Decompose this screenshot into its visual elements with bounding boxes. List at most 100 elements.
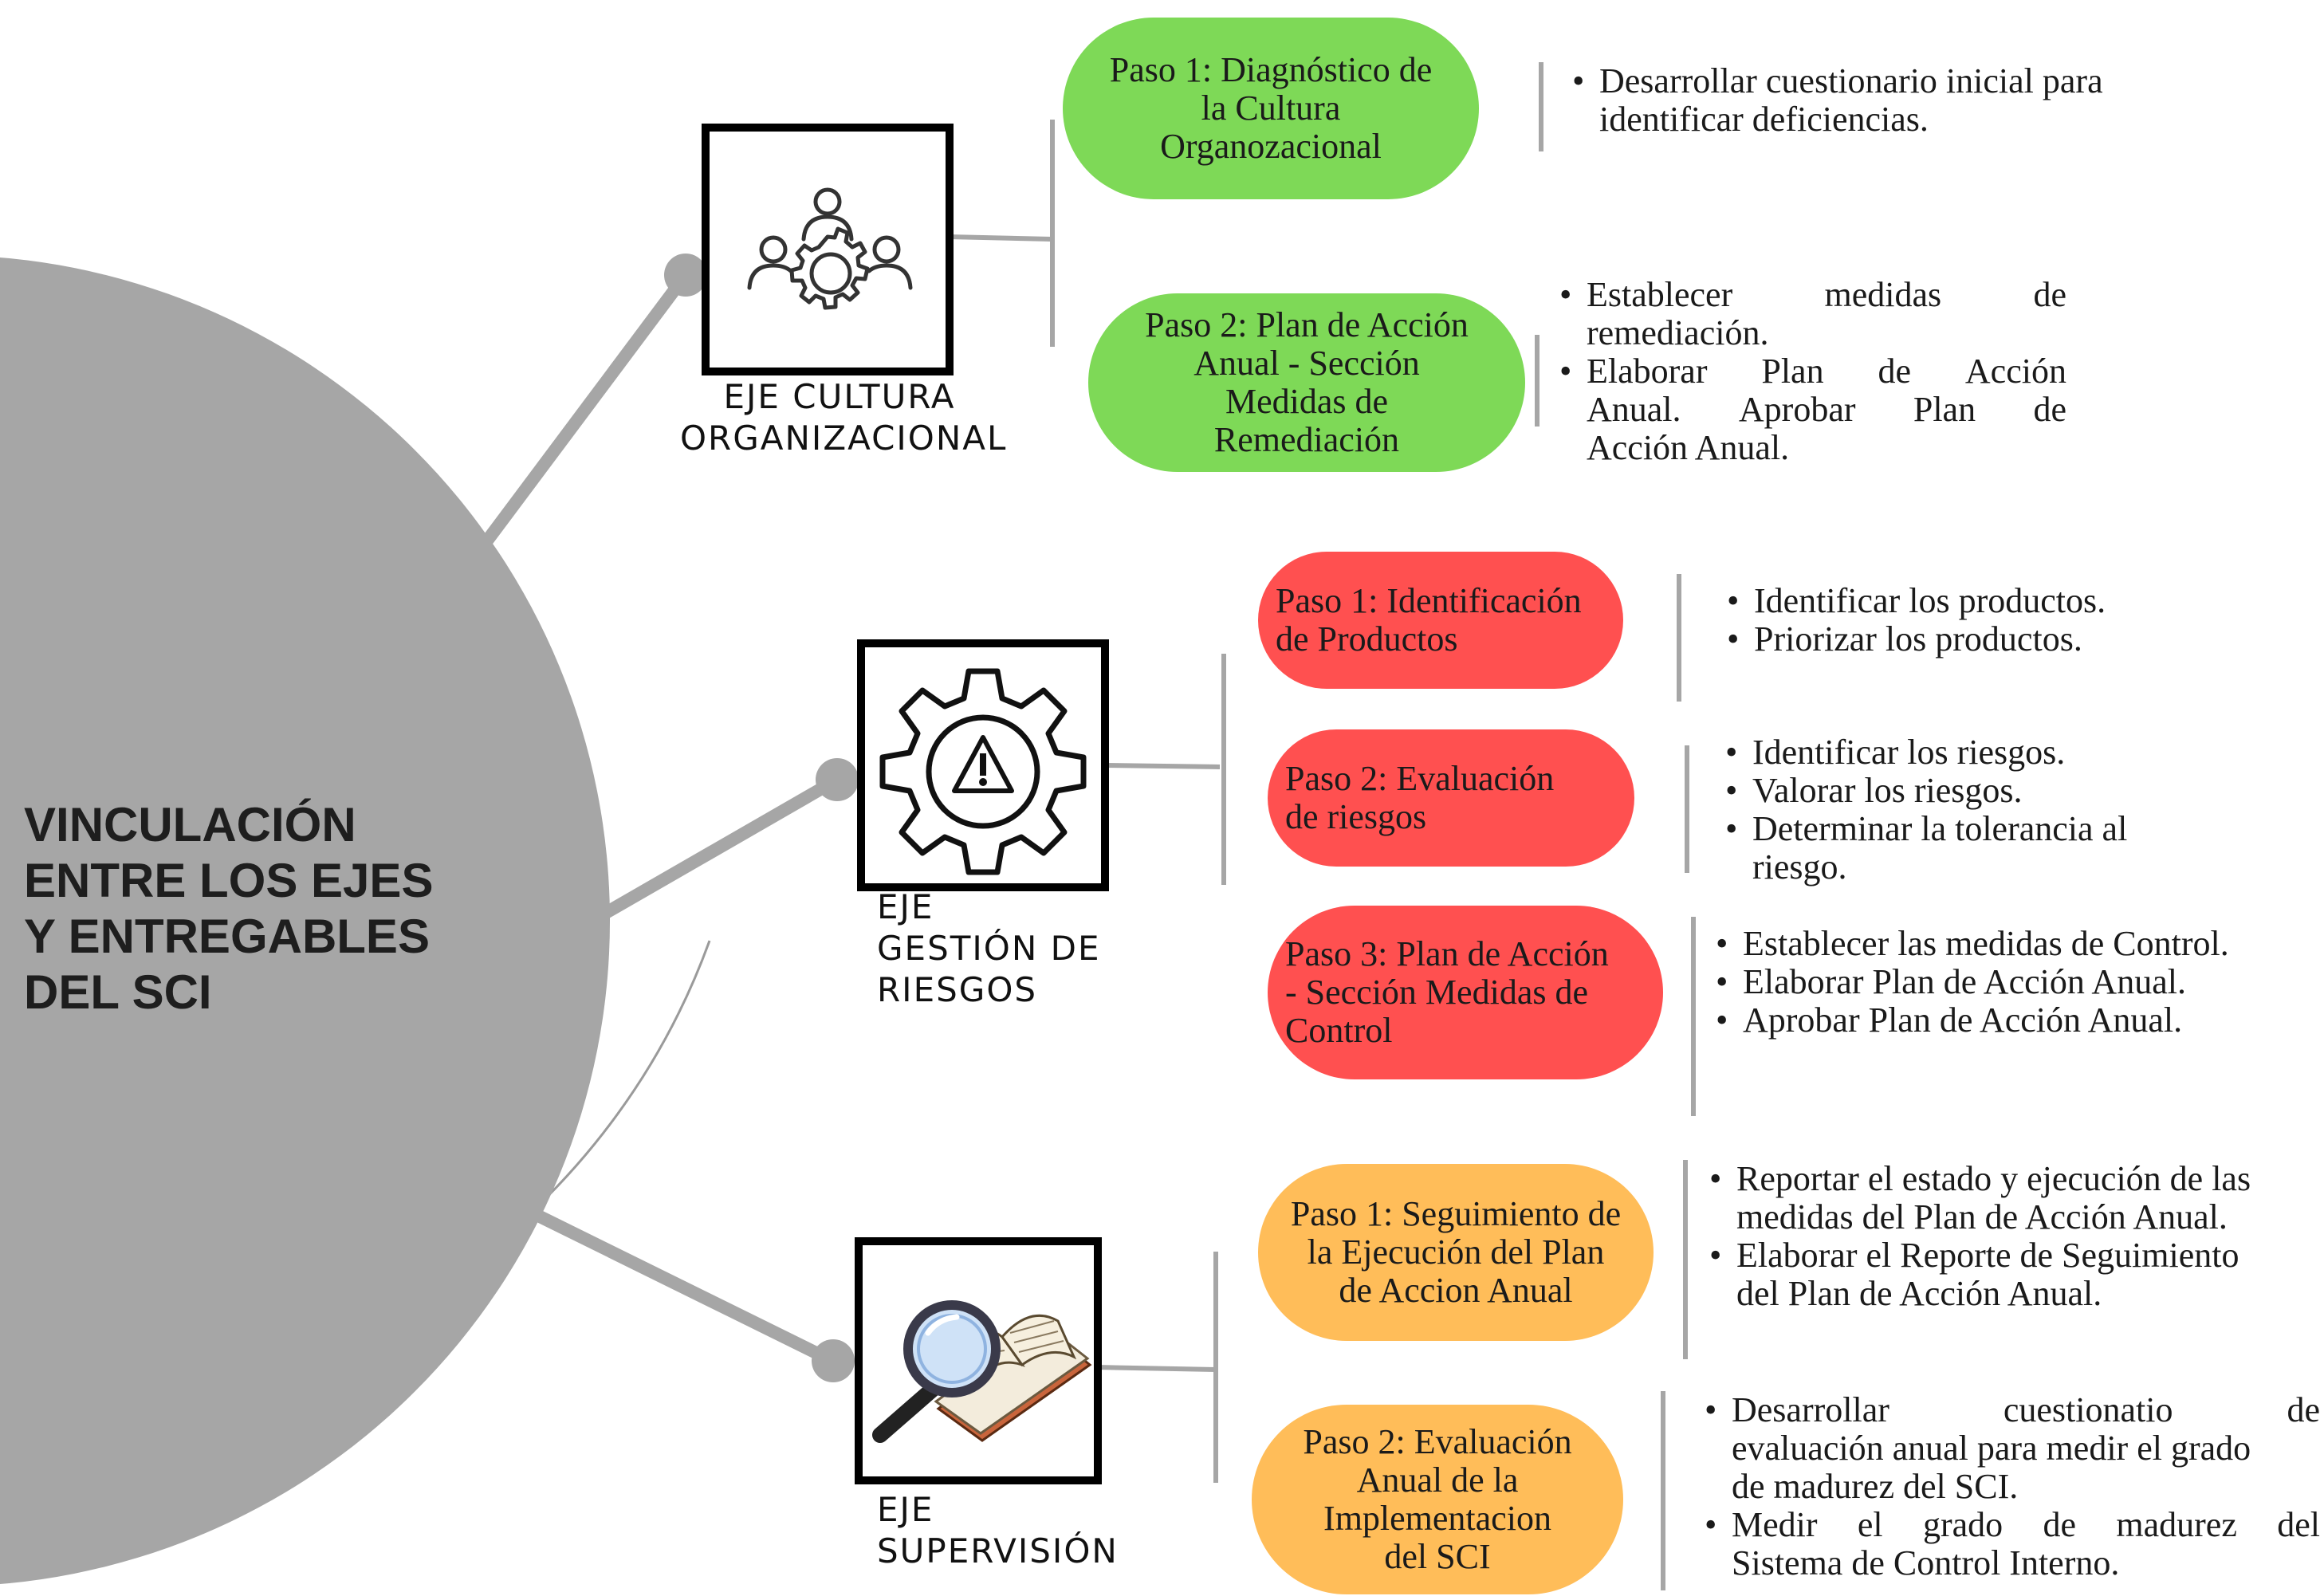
bullet-word: madurez (2116, 1505, 2237, 1544)
step-title-line: Implementacion (1323, 1499, 1551, 1538)
step-title-line: Remediación (1213, 420, 1400, 459)
step-title-line: Paso 2: Evaluación (1285, 759, 1555, 798)
bullet-line: del Plan de Acción Anual. (1736, 1274, 2102, 1313)
bullet-line: Aprobar Plan de Acción Anual. (1743, 1000, 2183, 1040)
bullet-line: Acción Anual. (1587, 428, 1790, 467)
bullet-word: Aprobar (1738, 390, 1856, 429)
connector-riesgos (1103, 763, 1221, 769)
bullets-riesgos-1: Identificar los productos. Priorizar los… (1722, 582, 2280, 659)
step-title-line: Paso 2: Evaluación (1303, 1422, 1572, 1461)
axis-label-riesgos: EJE GESTIÓN DE RIESGOS (877, 886, 1116, 1011)
bullet-line: Identificar los riesgos. (1752, 733, 2066, 772)
step-title-line: Paso 3: Plan de Acción (1285, 934, 1609, 973)
hub-title-line: Y ENTREGABLES (24, 910, 430, 963)
axis-label-line: EJE (877, 887, 934, 926)
bullet-word: de (2287, 1390, 2320, 1429)
hub-title-line: DEL SCI (24, 965, 212, 1019)
branch-node-riesgos (816, 758, 859, 801)
icon-box-cultura (702, 124, 954, 375)
step-title-line: Organozacional (1160, 127, 1382, 166)
step-title-line: de Accion Anual (1339, 1271, 1573, 1310)
step-title-line: del SCI (1384, 1537, 1491, 1576)
bullet-item: Elaborar el Reporte de Seguimiento del P… (1705, 1236, 2318, 1313)
bullet-item: Desarrollar cuestionario inicial para id… (1567, 62, 2205, 139)
step-title-line: Anual - Sección (1193, 344, 1420, 383)
bullet-item: Valorar los riesgos. (1720, 771, 2310, 811)
bullet-item: Establecer las medidas de Control. (1711, 924, 2317, 964)
axis-label-cultura: EJE CULTURA ORGANIZACIONAL (680, 376, 1008, 459)
bullet-line: Elaborar el Reporte de Seguimiento (1736, 1236, 2239, 1275)
bullet-word: medidas (1824, 275, 1942, 314)
step-title-line: Paso 1: Diagnóstico de (1109, 50, 1433, 89)
bullet-line: Valorar los riesgos. (1752, 771, 2023, 810)
bullets-riesgos-3: Establecer las medidas de Control. Elabo… (1711, 925, 2317, 1040)
step-supervision-1: Paso 1: Seguimiento de la Ejecución del … (1258, 1164, 1654, 1341)
bullet-line: Determinar la tolerancia al (1752, 809, 2128, 848)
axis-label-line: ORGANIZACIONAL (680, 419, 1008, 458)
step-title-line: Control (1285, 1011, 1393, 1050)
bullet-item: Reportar el estado y ejecución de las me… (1705, 1160, 2318, 1236)
gear-warning-icon (879, 668, 1087, 875)
bullet-word: de (2043, 1505, 2077, 1544)
bullet-line: Establecer las medidas de Control. (1743, 924, 2229, 963)
step-supervision-2: Paso 2: Evaluación Anual de la Implement… (1252, 1405, 1623, 1594)
axis-label-line: EJE CULTURA (723, 377, 956, 416)
step-title-line: Anual de la (1356, 1460, 1519, 1500)
icon-box-riesgos (857, 639, 1109, 891)
bullet-line: de madurez del SCI. (1732, 1467, 2019, 1506)
bullet-line: Desarrollar cuestionario inicial para (1599, 61, 2103, 100)
branch-node-cultura (664, 254, 707, 297)
bullet-word: de (2033, 390, 2066, 429)
branch-line-riesgos (603, 774, 840, 918)
hub-title-line: ENTRE LOS EJES (24, 854, 434, 907)
bullet-word: de (2033, 275, 2066, 314)
bullet-line: evaluación anual para medir el grado (1732, 1429, 2251, 1468)
step-riesgos-2: Paso 2: Evaluación de riesgos (1268, 729, 1634, 867)
step-title-line: la Ejecución del Plan (1307, 1232, 1605, 1272)
step-riesgos-1: Paso 1: Identificación de Productos (1258, 552, 1623, 689)
bullet-line: Elaborar Plan de Acción Anual. (1743, 962, 2186, 1001)
bullet-line: medidas del Plan de Acción Anual. (1736, 1197, 2228, 1236)
bullet-word: Establecer (1587, 275, 1733, 314)
bullet-word: Medir (1732, 1505, 1818, 1544)
bullet-word: grado (1922, 1505, 2004, 1544)
hub-title: VINCULACIÓN ENTRE LOS EJES Y ENTREGABLES… (24, 797, 470, 1020)
step-title-line: la Cultura (1201, 88, 1341, 128)
axis-label-line: SUPERVISIÓN (877, 1531, 1119, 1570)
bullet-word: Plan (1761, 352, 1824, 391)
bullet-line: Establecer medidas de (1587, 276, 2066, 314)
bullet-item: Aprobar Plan de Acción Anual. (1711, 1001, 2317, 1040)
bullets-supervision-1: Reportar el estado y ejecución de las me… (1705, 1160, 2318, 1313)
step-title-line: - Sección Medidas de (1285, 973, 1588, 1012)
bullet-word: cuestionatio (2003, 1390, 2173, 1429)
axis-label-supervision: EJE SUPERVISIÓN (877, 1489, 1132, 1572)
bullet-word: Anual. (1587, 390, 1681, 429)
step-title-line: Paso 2: Plan de Acción (1145, 305, 1469, 344)
step-cultura-1: Paso 1: Diagnóstico de la Cultura Organo… (1063, 18, 1479, 199)
bullet-line: riesgo. (1752, 847, 1847, 886)
bullet-word: Acción (1964, 352, 2066, 391)
step-title-line: Paso 1: Identificación (1276, 581, 1582, 620)
step-riesgos-3: Paso 3: Plan de Acción - Sección Medidas… (1268, 906, 1663, 1079)
step-title-line: Medidas de (1225, 382, 1389, 421)
step-cultura-2: Paso 2: Plan de Acción Anual - Sección M… (1088, 293, 1525, 472)
bullet-line: Priorizar los productos. (1754, 619, 2082, 658)
axis-label-line: EJE (877, 1490, 934, 1529)
bullets-cultura-1: Desarrollar cuestionario inicial para id… (1567, 62, 2205, 139)
bullet-line: identificar deficiencias. (1599, 100, 1929, 139)
hub-title-line: VINCULACIÓN (24, 798, 356, 851)
people-gear-icon (747, 187, 913, 310)
axis-label-line: RIESGOS (877, 970, 1038, 1009)
axis-label-line: GESTIÓN DE (877, 929, 1101, 968)
bullet-word: Elaborar (1587, 352, 1708, 391)
magnifier-book-icon (872, 1300, 1092, 1443)
